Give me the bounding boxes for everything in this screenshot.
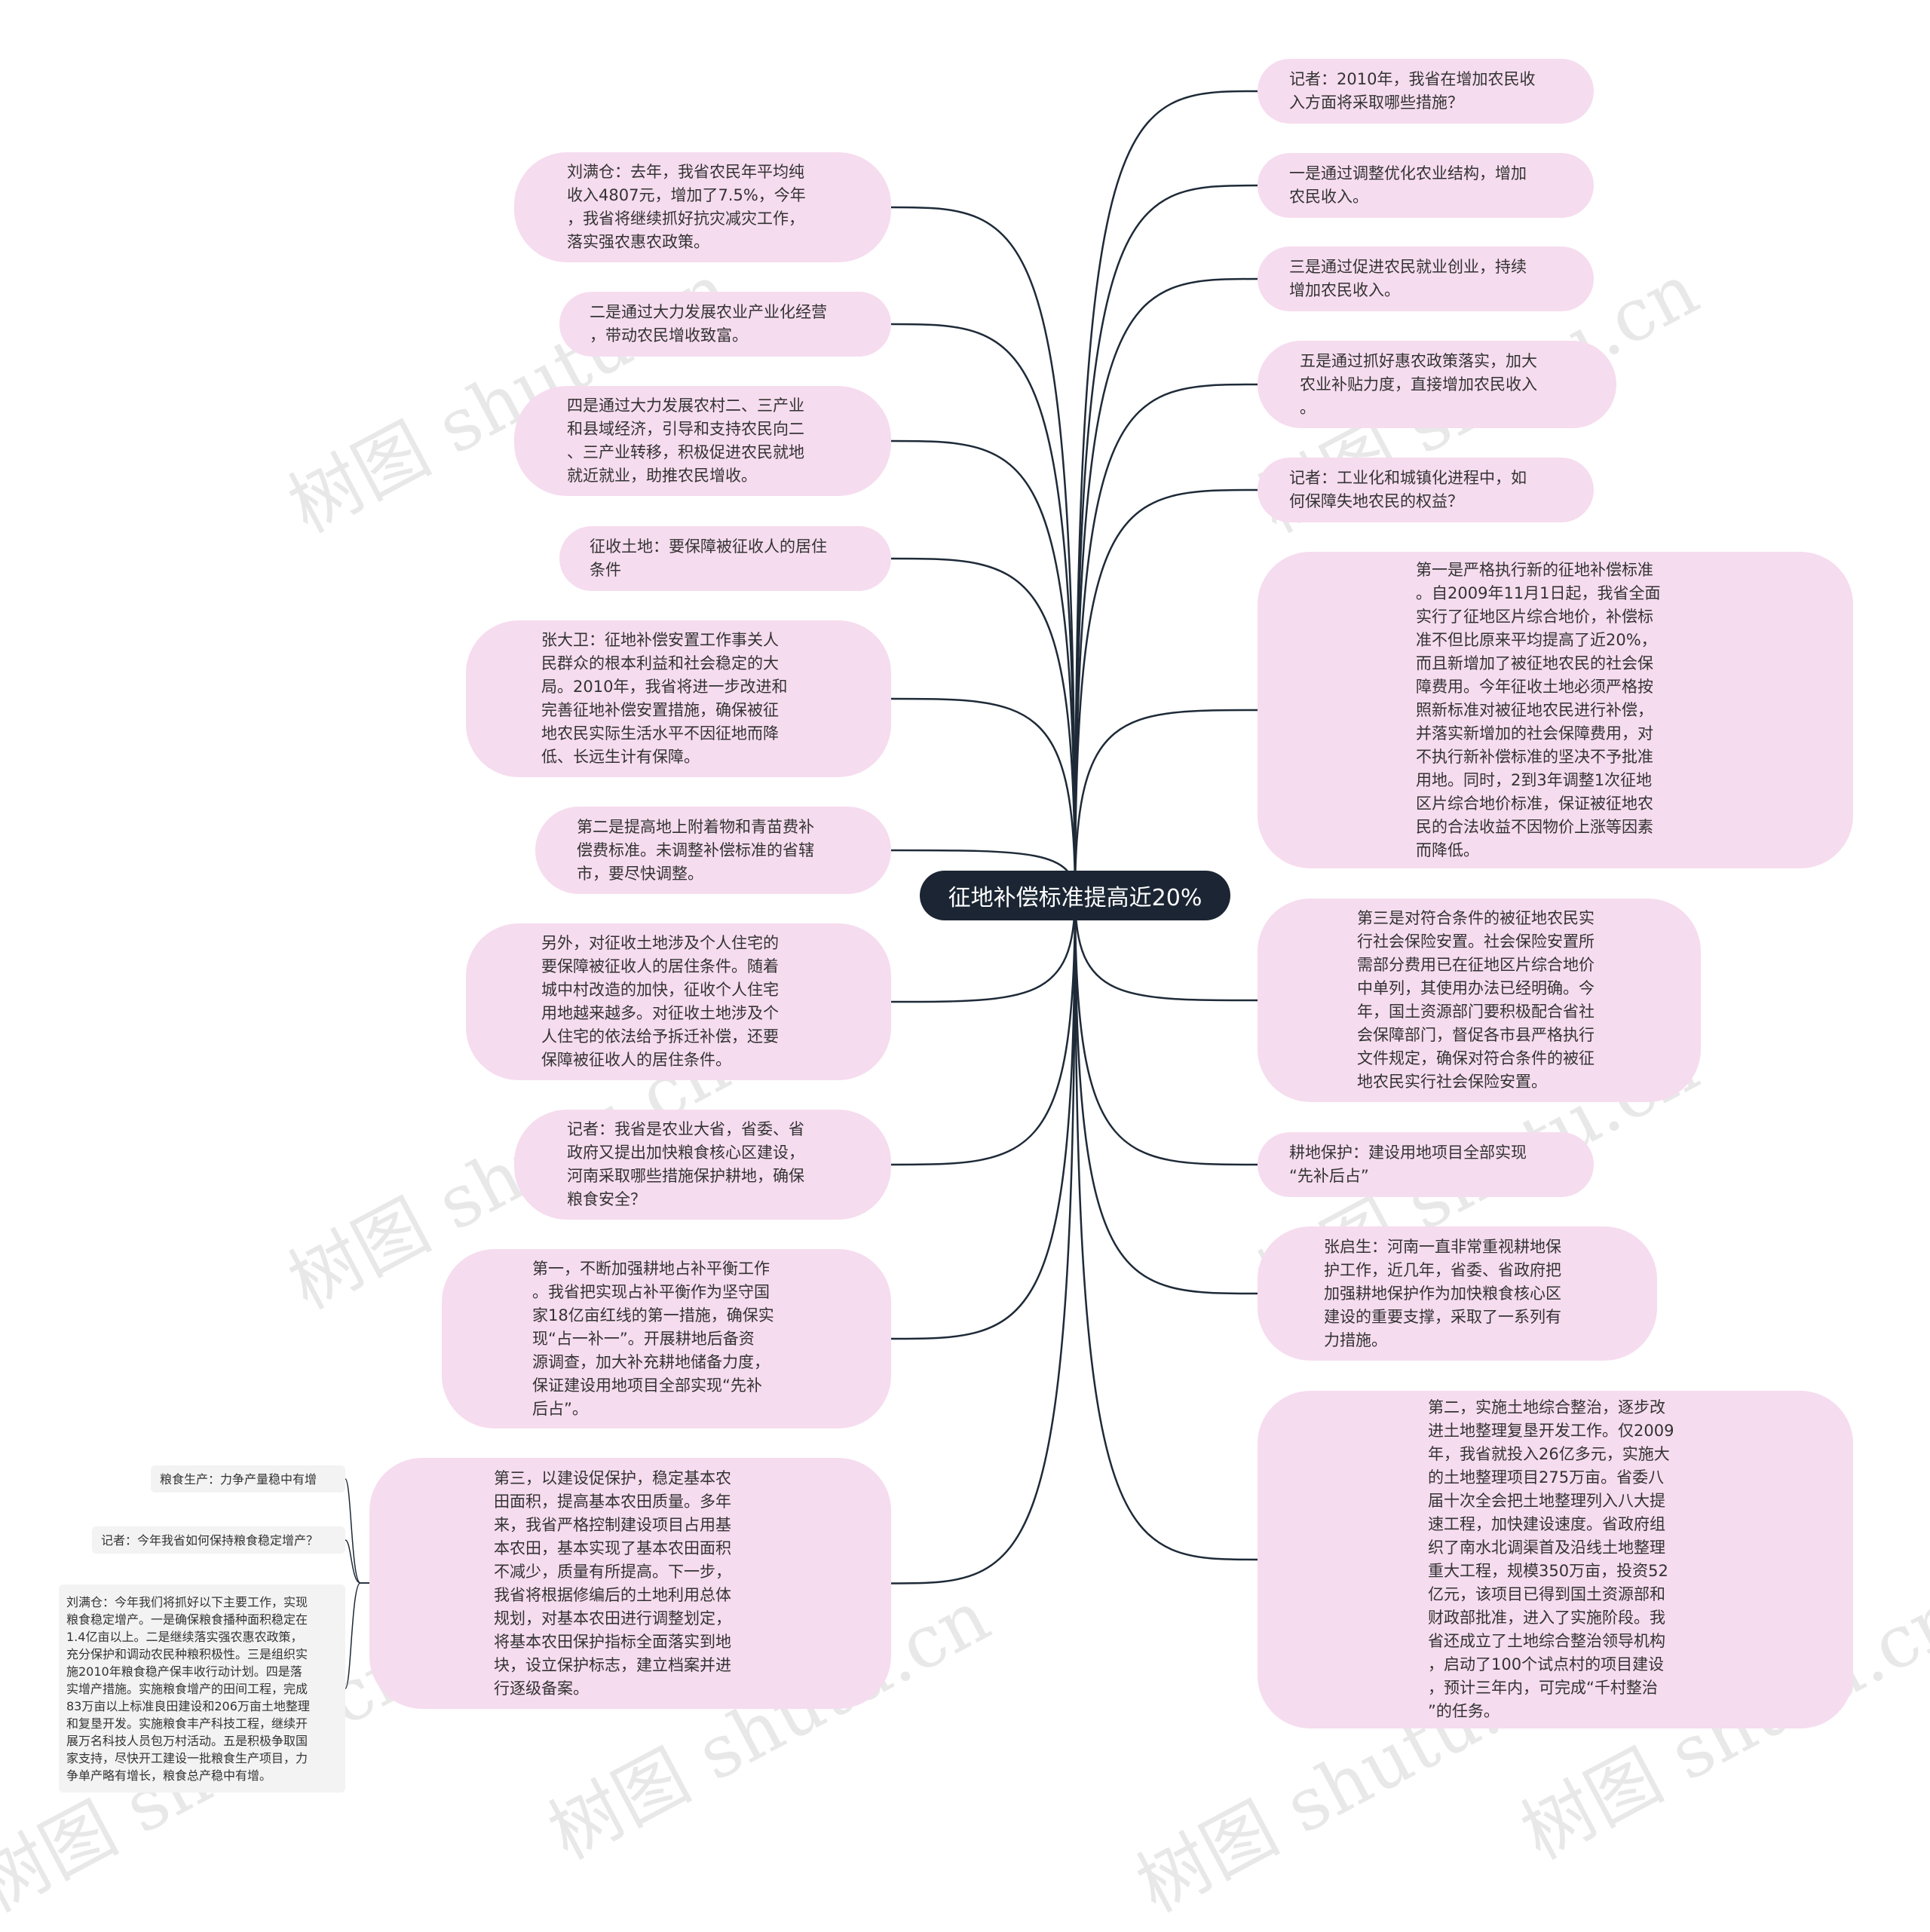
- branch-node[interactable]: 张启生：河南一直非常重视耕地保 护工作，近几年，省委、省政府把 加强耕地保护作为…: [1258, 1226, 1657, 1361]
- leaf-text: 刘满仓：今年我们将抓好以下主要工作，实现 粮食稳定增产。一是确保粮食播种面积稳定…: [66, 1594, 310, 1783]
- connector-line: [890, 895, 1077, 1340]
- connector-line: [1074, 90, 1258, 896]
- node-text: 第一是严格执行新的征地补偿标准 。自2009年11月1日起，我省全面 实行了征地…: [1416, 560, 1661, 859]
- connector-line: [345, 1478, 369, 1584]
- branch-node[interactable]: 第二是提高地上附着物和青苗费补 偿费标准。未调整补偿标准的省辖 市，要尽快调整。: [535, 807, 891, 894]
- connector-line: [1074, 895, 1258, 1166]
- connector-line: [1074, 895, 1258, 1295]
- connector-line: [1074, 277, 1258, 896]
- node-text: 记者：我省是农业大省，省委、省 政府又提出加快粮食核心区建设， 河南采取哪些措施…: [567, 1120, 804, 1208]
- branch-node[interactable]: 第二，实施土地综合整治，逐步改 进土地整理复垦开发工作。仅2009 年，我省就投…: [1258, 1391, 1853, 1728]
- connector-line: [1074, 184, 1258, 896]
- node-text: 张启生：河南一直非常重视耕地保 护工作，近几年，省委、省政府把 加强耕地保护作为…: [1324, 1237, 1561, 1349]
- node-text: 三是通过促进农民就业创业，持续 增加农民收入。: [1289, 258, 1527, 299]
- connector-line: [890, 206, 1077, 896]
- connector-line: [890, 439, 1077, 896]
- connector-line: [1074, 895, 1258, 1561]
- branch-node[interactable]: 四是通过大力发展农村二、三产业 和县域经济，引导和支持农民向二 、三产业转移，积…: [514, 386, 891, 496]
- node-text: 记者：2010年，我省在增加农民收 入方面将采取哪些措施？: [1289, 70, 1536, 112]
- node-text: 张大卫：征地补偿安置工作事关人 民群众的根本利益和社会稳定的大 局。2010年，…: [541, 631, 788, 766]
- branch-node[interactable]: 一是通过调整优化农业结构，增加 农民收入。: [1258, 153, 1594, 218]
- node-text: 一是通过调整优化农业结构，增加 农民收入。: [1289, 164, 1527, 206]
- node-text: 第三，以建设促保护，稳定基本农 田面积，提高基本农田质量。多年 来，我省严格控制…: [494, 1468, 731, 1698]
- node-text: 第二是提高地上附着物和青苗费补 偿费标准。未调整补偿标准的省辖 市，要尽快调整。: [577, 817, 814, 883]
- branch-node[interactable]: 二是通过大力发展农业产业化经营 ，带动农民增收致富。: [559, 292, 891, 357]
- node-text: 第二，实施土地综合整治，逐步改 进土地整理复垦开发工作。仅2009 年，我省就投…: [1428, 1398, 1674, 1720]
- node-text: 四是通过大力发展农村二、三产业 和县域经济，引导和支持农民向二 、三产业转移，积…: [567, 397, 804, 485]
- connector-line: [890, 895, 1077, 1003]
- central-topic-label: 征地补偿标准提高近20%: [948, 885, 1202, 911]
- node-text: 另外，对征收土地涉及个人住宅的 要保障被征收人的居住条件。随着 城中村改造的加快…: [541, 934, 779, 1069]
- connector-line: [1074, 488, 1258, 896]
- connector-line: [1074, 895, 1258, 1002]
- connector-line: [890, 323, 1077, 896]
- branch-node[interactable]: 张大卫：征地补偿安置工作事关人 民群众的根本利益和社会稳定的大 局。2010年，…: [466, 620, 891, 777]
- branch-node[interactable]: 记者：工业化和城镇化进程中，如 何保障失地农民的权益？: [1258, 458, 1594, 522]
- node-text: 第一，不断加强耕地占补平衡工作 。我省把实现占补平衡作为坚守国 家18亿亩红线的…: [532, 1259, 774, 1418]
- branch-node[interactable]: 耕地保护：建设用地项目全部实现 “先补后占”: [1258, 1132, 1594, 1197]
- node-text: 二是通过大力发展农业产业化经营 ，带动农民增收致富。: [590, 303, 827, 344]
- branch-node[interactable]: 第一，不断加强耕地占补平衡工作 。我省把实现占补平衡作为坚守国 家18亿亩红线的…: [442, 1249, 891, 1428]
- node-text: 征收土地：要保障被征收人的居住 条件: [590, 537, 827, 579]
- connector-line: [345, 1582, 369, 1689]
- connector-line: [890, 895, 1077, 1584]
- branch-node[interactable]: 五是通过抓好惠农政策落实，加大 农业补贴力度，直接增加农民收入 。: [1258, 341, 1616, 428]
- branch-node[interactable]: 三是通过促进农民就业创业，持续 增加农民收入。: [1258, 246, 1594, 311]
- connector-line: [1074, 709, 1258, 896]
- branch-node[interactable]: 第三是对符合条件的被征地农民实 行社会保险安置。社会保险安置所 需部分费用已在征…: [1258, 899, 1701, 1102]
- branch-node[interactable]: 记者：2010年，我省在增加农民收 入方面将采取哪些措施？: [1258, 59, 1594, 124]
- central-topic[interactable]: 征地补偿标准提高近20%: [920, 871, 1230, 920]
- connector-line: [890, 895, 1077, 1166]
- branch-node[interactable]: 刘满仓：去年，我省农民年平均纯 收入4807元，增加了7.5%，今年 ，我省将继…: [514, 152, 891, 262]
- branch-node[interactable]: 征收土地：要保障被征收人的居住 条件: [559, 526, 891, 591]
- leaf-node[interactable]: 记者：今年我省如何保持粮食稳定增产？: [92, 1526, 345, 1554]
- node-text: 刘满仓：去年，我省农民年平均纯 收入4807元，增加了7.5%，今年 ，我省将继…: [567, 163, 806, 251]
- node-text: 耕地保护：建设用地项目全部实现 “先补后占”: [1289, 1144, 1527, 1185]
- node-text: 第三是对符合条件的被征地农民实 行社会保险安置。社会保险安置所 需部分费用已在征…: [1357, 909, 1595, 1091]
- branch-node[interactable]: 第三，以建设促保护，稳定基本农 田面积，提高基本农田质量。多年 来，我省严格控制…: [369, 1458, 891, 1709]
- branch-node[interactable]: 第一是严格执行新的征地补偿标准 。自2009年11月1日起，我省全面 实行了征地…: [1258, 552, 1853, 868]
- connector-line: [1074, 383, 1258, 896]
- node-text: 五是通过抓好惠农政策落实，加大 农业补贴力度，直接增加农民收入 。: [1300, 351, 1537, 417]
- leaf-node[interactable]: 刘满仓：今年我们将抓好以下主要工作，实现 粮食稳定增产。一是确保粮食播种面积稳定…: [59, 1584, 345, 1793]
- branch-node[interactable]: 另外，对征收土地涉及个人住宅的 要保障被征收人的居住条件。随着 城中村改造的加快…: [466, 923, 891, 1080]
- leaf-text: 粮食生产：力争产量稳中有增: [160, 1471, 317, 1487]
- branch-node[interactable]: 记者：我省是农业大省，省委、省 政府又提出加快粮食核心区建设， 河南采取哪些措施…: [514, 1110, 891, 1220]
- connector-line: [890, 697, 1077, 896]
- leaf-text: 记者：今年我省如何保持粮食稳定增产？: [101, 1532, 319, 1548]
- connector-line: [890, 557, 1077, 896]
- node-text: 记者：工业化和城镇化进程中，如 何保障失地农民的权益？: [1289, 469, 1527, 510]
- leaf-node[interactable]: 粮食生产：力争产量稳中有增: [151, 1465, 345, 1493]
